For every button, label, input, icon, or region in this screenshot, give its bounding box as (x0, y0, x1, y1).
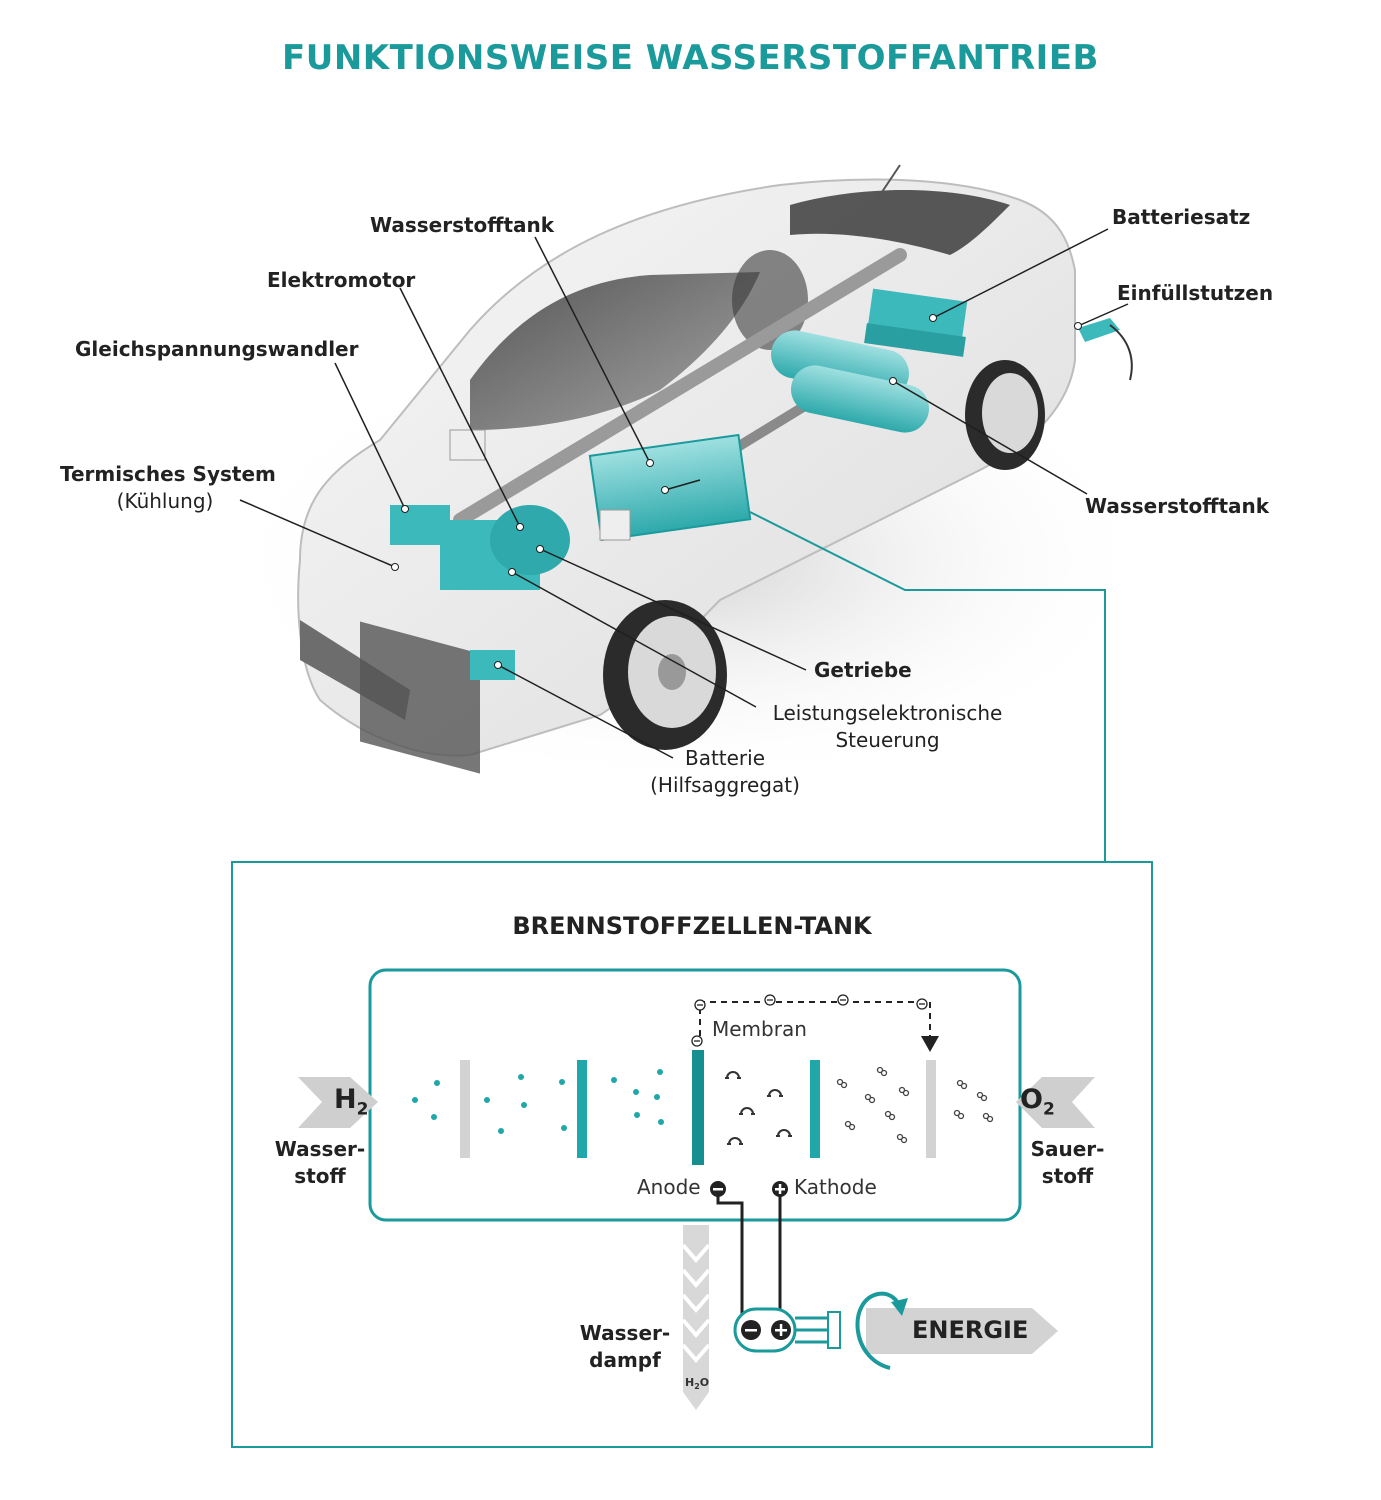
proton-symbols (725, 1071, 792, 1145)
oxygen-particles (836, 1066, 994, 1144)
rotation-icon (855, 1291, 908, 1370)
label-wasserstofftank-top: Wasserstofftank (370, 213, 555, 237)
page-title: FUNKTIONSWEISE WASSERSTOFFANTRIEB (282, 38, 1099, 78)
rear-wheel (965, 360, 1045, 470)
circuit-wires (716, 1196, 782, 1322)
label-elektromotor: Elektromotor (267, 268, 416, 292)
fuel-cell-frame (231, 861, 1153, 1448)
label-gleichspannungswandler: Gleichspannungswandler (75, 337, 359, 361)
label-anode: Anode (637, 1175, 701, 1199)
callout-dots (391, 314, 1082, 669)
fuel-cell-title: BRENNSTOFFZELLEN-TANK (512, 912, 872, 940)
label-wasserstofftank-right: Wasserstofftank (1085, 494, 1270, 518)
label-wasserstoff: Wasser-stoff (274, 1137, 366, 1188)
cathode-terminal (772, 1181, 788, 1197)
hydrogen-particles (412, 1069, 664, 1134)
o2-symbol: O2 (1020, 1084, 1055, 1120)
front-wheel (603, 600, 727, 750)
h2-symbol: H2 (334, 1084, 369, 1120)
car-illustration (220, 164, 1160, 790)
water-vapor-arrow (681, 1225, 711, 1410)
label-termisches-system: Termisches System (Kühlung) (60, 462, 276, 513)
label-leistungselektronik: Leistungselektronische Steuerung (772, 701, 1003, 752)
label-kathode: Kathode (794, 1175, 877, 1199)
generator (733, 1307, 841, 1353)
h2o-symbol: H2O (685, 1376, 710, 1392)
o2-input-arrow (1016, 1077, 1095, 1128)
energy-arrow (866, 1308, 1058, 1354)
label-batterie: Batterie (Hilfsaggregat) (650, 746, 800, 797)
callout-lines (239, 228, 1129, 759)
label-membran: Membran (712, 1017, 807, 1041)
electron-path (691, 994, 939, 1052)
anode-terminal (710, 1181, 726, 1197)
filler-nozzle (1078, 318, 1133, 381)
connector-line (749, 511, 1106, 862)
label-energie: ENERGIE (912, 1316, 1029, 1344)
label-wasserdampf: Wasser-dampf (579, 1321, 671, 1372)
h2-input-arrow (298, 1077, 378, 1128)
engine-bay (360, 429, 631, 774)
battery-pack (864, 288, 968, 357)
label-getriebe: Getriebe (814, 658, 912, 682)
label-batteriesatz: Batteriesatz (1112, 205, 1251, 229)
label-einfuellstutzen: Einfüllstutzen (1117, 281, 1274, 305)
label-sauerstoff: Sauer-stoff (1030, 1137, 1105, 1188)
cell-plates (460, 1050, 936, 1165)
